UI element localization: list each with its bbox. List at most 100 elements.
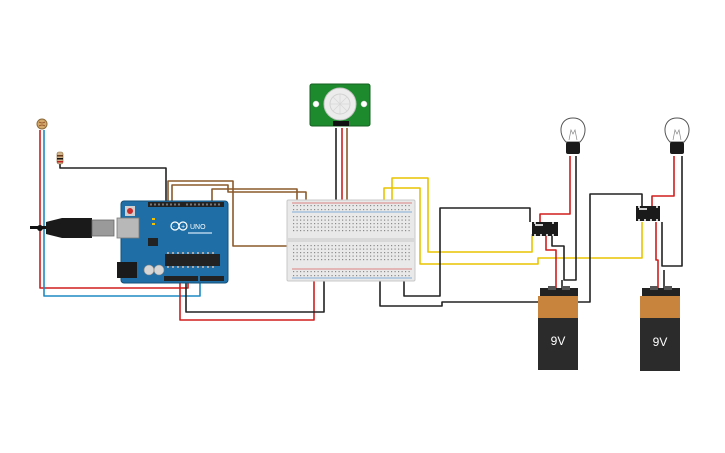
breadboard-hole[interactable] xyxy=(349,255,351,257)
breadboard-hole[interactable] xyxy=(352,245,354,247)
breadboard-hole[interactable] xyxy=(377,226,379,228)
breadboard-hole[interactable] xyxy=(398,226,400,228)
breadboard-hole[interactable] xyxy=(342,275,344,277)
breadboard-hole[interactable] xyxy=(394,205,396,207)
breadboard-hole[interactable] xyxy=(342,245,344,247)
breadboard-hole[interactable] xyxy=(310,255,312,257)
breadboard-hole[interactable] xyxy=(317,205,319,207)
breadboard-hole[interactable] xyxy=(387,216,389,218)
breadboard-hole[interactable] xyxy=(300,230,302,232)
breadboard-hole[interactable] xyxy=(314,248,316,250)
breadboard-hole[interactable] xyxy=(408,219,410,221)
breadboard-hole[interactable] xyxy=(363,223,365,225)
breadboard-hole[interactable] xyxy=(328,226,330,228)
breadboard-hole[interactable] xyxy=(331,216,333,218)
breadboard-hole[interactable] xyxy=(324,209,326,211)
breadboard-hole[interactable] xyxy=(370,216,372,218)
breadboard-hole[interactable] xyxy=(356,223,358,225)
breadboard-hole[interactable] xyxy=(335,209,337,211)
breadboard-hole[interactable] xyxy=(349,209,351,211)
breadboard-hole[interactable] xyxy=(331,245,333,247)
breadboard-hole[interactable] xyxy=(380,259,382,261)
breadboard-hole[interactable] xyxy=(363,226,365,228)
usb-cable[interactable] xyxy=(30,218,115,238)
breadboard-hole[interactable] xyxy=(321,271,323,273)
breadboard-hole[interactable] xyxy=(363,230,365,232)
breadboard-hole[interactable] xyxy=(349,205,351,207)
breadboard-hole[interactable] xyxy=(401,219,403,221)
breadboard-hole[interactable] xyxy=(300,209,302,211)
breadboard-hole[interactable] xyxy=(331,259,333,261)
breadboard-hole[interactable] xyxy=(363,252,365,254)
breadboard-hole[interactable] xyxy=(408,252,410,254)
breadboard-hole[interactable] xyxy=(331,252,333,254)
breadboard-hole[interactable] xyxy=(324,275,326,277)
breadboard-hole[interactable] xyxy=(307,230,309,232)
breadboard-hole[interactable] xyxy=(307,275,309,277)
breadboard-hole[interactable] xyxy=(359,259,361,261)
breadboard-hole[interactable] xyxy=(321,219,323,221)
breadboard-hole[interactable] xyxy=(373,275,375,277)
breadboard-hole[interactable] xyxy=(408,271,410,273)
breadboard-hole[interactable] xyxy=(370,226,372,228)
breadboard-hole[interactable] xyxy=(335,275,337,277)
breadboard-hole[interactable] xyxy=(366,209,368,211)
breadboard-hole[interactable] xyxy=(310,205,312,207)
breadboard-hole[interactable] xyxy=(352,230,354,232)
breadboard-hole[interactable] xyxy=(349,245,351,247)
breadboard-hole[interactable] xyxy=(408,259,410,261)
breadboard-hole[interactable] xyxy=(380,275,382,277)
breadboard-hole[interactable] xyxy=(366,245,368,247)
breadboard-hole[interactable] xyxy=(373,205,375,207)
breadboard-hole[interactable] xyxy=(352,205,354,207)
relay-2[interactable] xyxy=(636,206,660,221)
breadboard-hole[interactable] xyxy=(314,216,316,218)
breadboard-hole[interactable] xyxy=(373,252,375,254)
breadboard-hole[interactable] xyxy=(373,255,375,257)
breadboard-hole[interactable] xyxy=(345,209,347,211)
breadboard-hole[interactable] xyxy=(307,245,309,247)
breadboard-hole[interactable] xyxy=(321,252,323,254)
breadboard-hole[interactable] xyxy=(345,252,347,254)
wire-red-relay2-batt[interactable] xyxy=(655,222,659,294)
breadboard-hole[interactable] xyxy=(408,275,410,277)
breadboard-hole[interactable] xyxy=(328,255,330,257)
breadboard-hole[interactable] xyxy=(310,248,312,250)
breadboard-hole[interactable] xyxy=(405,223,407,225)
breadboard-hole[interactable] xyxy=(377,245,379,247)
breadboard-hole[interactable] xyxy=(335,259,337,261)
breadboard-hole[interactable] xyxy=(359,255,361,257)
breadboard-hole[interactable] xyxy=(352,271,354,273)
breadboard-hole[interactable] xyxy=(387,248,389,250)
breadboard-hole[interactable] xyxy=(321,209,323,211)
breadboard-hole[interactable] xyxy=(324,219,326,221)
breadboard-hole[interactable] xyxy=(328,248,330,250)
breadboard-hole[interactable] xyxy=(391,216,393,218)
breadboard-hole[interactable] xyxy=(335,271,337,273)
breadboard-hole[interactable] xyxy=(366,205,368,207)
breadboard-hole[interactable] xyxy=(370,252,372,254)
wire-black-bb-relay2[interactable] xyxy=(379,193,643,307)
breadboard-hole[interactable] xyxy=(335,252,337,254)
breadboard-hole[interactable] xyxy=(352,255,354,257)
breadboard-hole[interactable] xyxy=(296,209,298,211)
breadboard-hole[interactable] xyxy=(366,219,368,221)
breadboard-hole[interactable] xyxy=(405,209,407,211)
breadboard-hole[interactable] xyxy=(314,230,316,232)
breadboard-hole[interactable] xyxy=(296,248,298,250)
breadboard-hole[interactable] xyxy=(307,248,309,250)
breadboard-hole[interactable] xyxy=(328,223,330,225)
breadboard-hole[interactable] xyxy=(296,223,298,225)
breadboard-hole[interactable] xyxy=(293,252,295,254)
breadboard-hole[interactable] xyxy=(335,255,337,257)
breadboard-hole[interactable] xyxy=(401,216,403,218)
breadboard-hole[interactable] xyxy=(317,219,319,221)
breadboard-hole[interactable] xyxy=(363,275,365,277)
breadboard-hole[interactable] xyxy=(387,259,389,261)
breadboard-hole[interactable] xyxy=(328,252,330,254)
breadboard-hole[interactable] xyxy=(303,245,305,247)
breadboard-hole[interactable] xyxy=(373,271,375,273)
breadboard-hole[interactable] xyxy=(300,275,302,277)
breadboard-hole[interactable] xyxy=(293,226,295,228)
breadboard-hole[interactable] xyxy=(359,209,361,211)
